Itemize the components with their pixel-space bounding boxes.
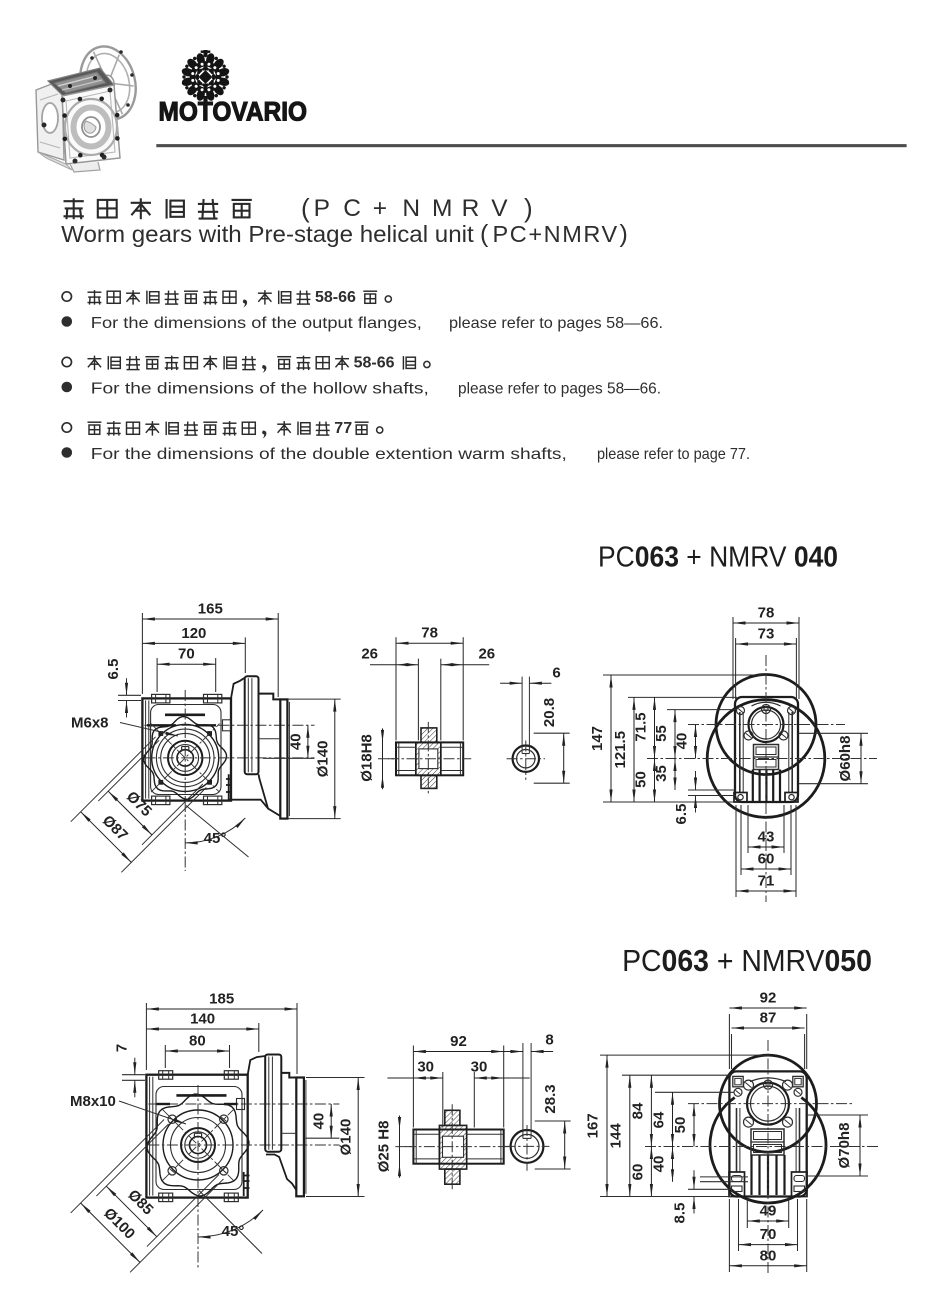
- svg-text:+: +: [373, 195, 387, 222]
- svg-text:Ø60h8: Ø60h8: [837, 736, 854, 782]
- svg-text:please refer to pages 58—66.: please refer to pages 58—66.: [458, 381, 661, 398]
- svg-text:50: 50: [633, 771, 650, 788]
- svg-text:121.5: 121.5: [612, 731, 629, 769]
- svg-text:55: 55: [653, 725, 670, 742]
- svg-text:60: 60: [758, 851, 775, 868]
- svg-text:64: 64: [651, 1111, 668, 1128]
- svg-text:8: 8: [545, 1032, 553, 1049]
- svg-text:40: 40: [674, 733, 691, 750]
- svg-text:49: 49: [760, 1203, 777, 1220]
- svg-text:30: 30: [471, 1059, 488, 1076]
- svg-text:40: 40: [311, 1113, 328, 1130]
- svg-text:40: 40: [651, 1156, 668, 1173]
- svg-text:7: 7: [113, 1044, 130, 1052]
- svg-text:For the dimensions of the outp: For the dimensions of the output flanges…: [91, 315, 422, 332]
- svg-text:26: 26: [361, 646, 378, 663]
- svg-text:Ø25 H8: Ø25 H8: [376, 1121, 393, 1173]
- svg-text:please refer to page 77.: please refer to page 77.: [597, 446, 750, 463]
- svg-text:Ø140: Ø140: [338, 1119, 355, 1156]
- svg-text:78: 78: [421, 625, 438, 642]
- svg-text:Ø70h8: Ø70h8: [836, 1123, 853, 1169]
- svg-text:6.5: 6.5: [673, 804, 690, 825]
- svg-text:40: 40: [287, 733, 304, 750]
- svg-text:20.8: 20.8: [541, 698, 558, 727]
- svg-text:80: 80: [760, 1247, 777, 1264]
- svg-text:M: M: [432, 195, 452, 222]
- svg-text:6: 6: [552, 665, 560, 682]
- svg-text:Worm gears with Pre-stage heli: Worm gears with Pre-stage helical unit: [61, 221, 474, 247]
- svg-text:50: 50: [672, 1117, 689, 1134]
- svg-text:35: 35: [653, 765, 670, 782]
- svg-text:73: 73: [758, 626, 775, 643]
- svg-text:): ): [620, 220, 628, 248]
- svg-text:For the dimensions of the holl: For the dimensions of the hollow shafts,: [91, 381, 429, 398]
- svg-text:6.5: 6.5: [105, 659, 122, 680]
- svg-text:92: 92: [450, 1033, 467, 1050]
- svg-text:(: (: [480, 220, 489, 248]
- svg-text:80: 80: [189, 1033, 206, 1050]
- svg-text:MOTOVARIO: MOTOVARIO: [159, 97, 308, 127]
- svg-text:84: 84: [630, 1102, 647, 1119]
- svg-text:): ): [524, 193, 533, 223]
- svg-text:PC063 + NMRV 040: PC063 + NMRV 040: [598, 540, 838, 572]
- svg-text:PC+NMRV: PC+NMRV: [493, 221, 619, 247]
- svg-text:N: N: [402, 195, 420, 222]
- svg-text:26: 26: [478, 646, 495, 663]
- svg-text:58-66: 58-66: [315, 289, 356, 306]
- svg-text:77: 77: [334, 420, 352, 437]
- svg-text:M6x8: M6x8: [71, 715, 109, 732]
- svg-text:M8x10: M8x10: [70, 1093, 116, 1110]
- svg-text:Ø85: Ø85: [124, 1186, 156, 1218]
- svg-text:43: 43: [758, 829, 775, 846]
- svg-text:78: 78: [758, 605, 775, 622]
- svg-text:70: 70: [178, 646, 195, 663]
- svg-text:140: 140: [190, 1011, 215, 1028]
- svg-text:30: 30: [417, 1059, 434, 1076]
- svg-text:58-66: 58-66: [354, 355, 395, 372]
- svg-text:P: P: [314, 195, 330, 222]
- svg-text:165: 165: [198, 601, 223, 618]
- svg-text:45°: 45°: [204, 830, 227, 847]
- svg-text:60: 60: [630, 1164, 647, 1181]
- svg-text:C: C: [343, 195, 361, 222]
- svg-text:Ø100: Ø100: [100, 1205, 138, 1243]
- svg-text:Ø18H8: Ø18H8: [359, 734, 376, 782]
- svg-text:Ø140: Ø140: [314, 741, 331, 778]
- svg-text:please refer to pages 58—66.: please refer to pages 58—66.: [449, 315, 663, 332]
- svg-text:167: 167: [585, 1113, 602, 1138]
- svg-text:185: 185: [209, 991, 234, 1008]
- svg-text:28.3: 28.3: [542, 1084, 559, 1113]
- svg-text:92: 92: [760, 990, 777, 1007]
- svg-text:8.5: 8.5: [672, 1203, 689, 1224]
- svg-text:(: (: [301, 193, 310, 223]
- svg-text:71: 71: [758, 873, 775, 890]
- svg-text:R: R: [462, 195, 480, 222]
- svg-text:Ø75: Ø75: [123, 788, 155, 820]
- svg-text:V: V: [491, 195, 508, 222]
- svg-text:70: 70: [760, 1226, 777, 1243]
- svg-text:PC063 + NMRV050: PC063 + NMRV050: [622, 944, 872, 978]
- svg-text:For the dimensions of the doub: For the dimensions of the double extenti…: [91, 446, 567, 463]
- svg-text:Ø87: Ø87: [99, 812, 131, 844]
- svg-text:147: 147: [589, 726, 606, 751]
- svg-text:144: 144: [608, 1123, 625, 1149]
- svg-text:45°: 45°: [222, 1223, 245, 1240]
- svg-text:120: 120: [181, 625, 206, 642]
- svg-text:87: 87: [760, 1010, 777, 1027]
- svg-text:71.5: 71.5: [633, 712, 650, 741]
